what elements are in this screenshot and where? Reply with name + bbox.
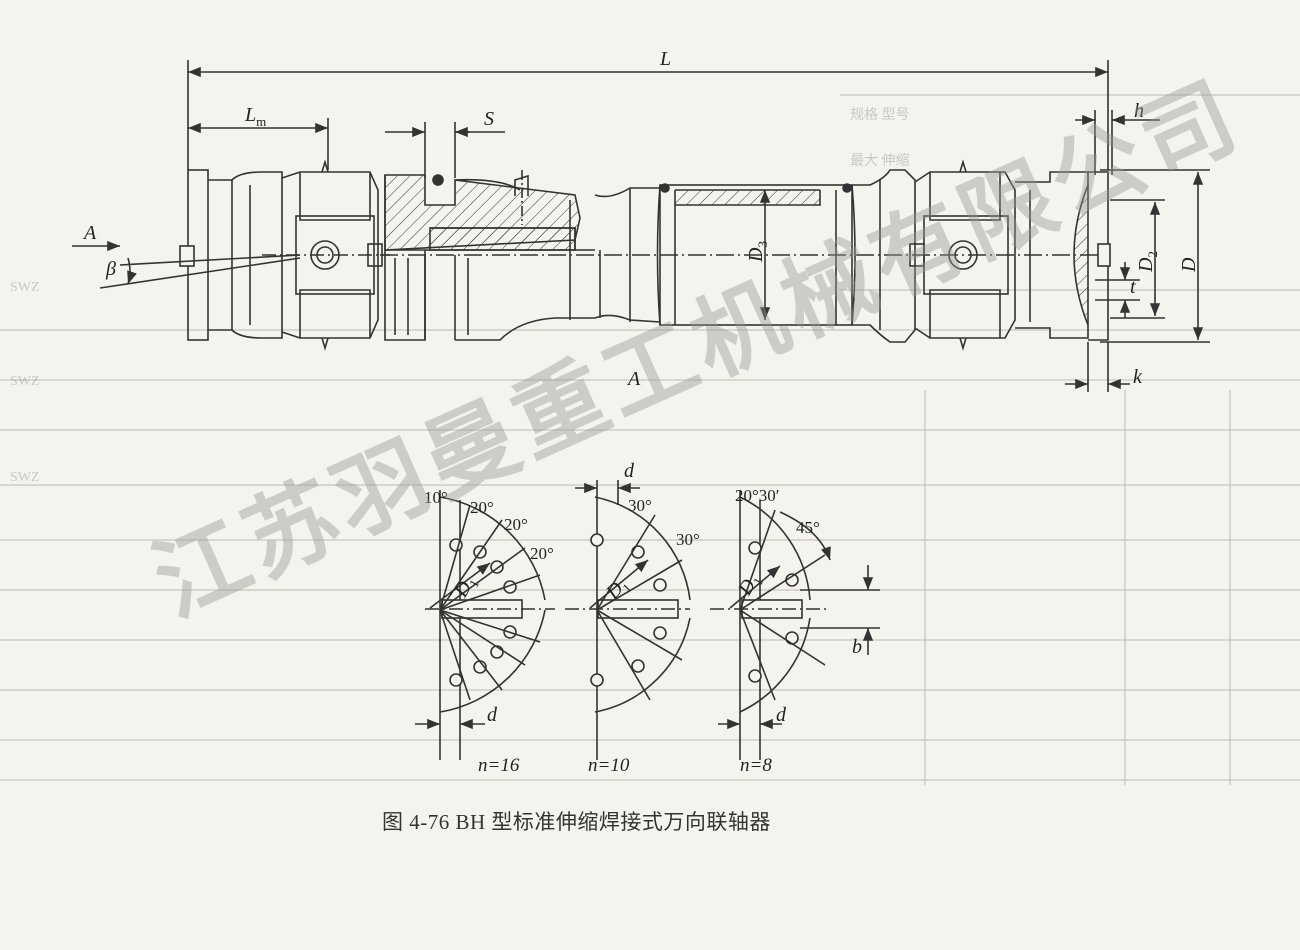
dim-D3-label: D3 xyxy=(745,241,771,262)
dim-Lm-sub: m xyxy=(256,114,267,129)
flange-view-n16 xyxy=(415,490,555,760)
bolt-count-label: n=8 xyxy=(740,755,772,777)
dim-D2-sub: 2 xyxy=(1145,251,1160,258)
beta-angle-label: β xyxy=(106,258,116,280)
dim-h-label: h xyxy=(1134,100,1144,122)
bolt-count-label: n=16 xyxy=(478,755,519,777)
background-table-ghost xyxy=(0,94,1300,785)
flange-view-n10 xyxy=(565,480,691,760)
dim-D3-sub: 3 xyxy=(755,241,770,248)
angle-label: 45° xyxy=(796,518,820,537)
angle-label: 10° xyxy=(424,488,448,507)
angle-label: 20° xyxy=(470,498,494,517)
view-A-label: A xyxy=(628,368,641,390)
angle-label: 20°30′ xyxy=(735,486,780,505)
dim-Lm-main: L xyxy=(245,104,257,126)
dim-d-label: d xyxy=(776,704,786,726)
dim-D2-main: D xyxy=(1135,257,1157,272)
bolt-count-text: n=10 xyxy=(588,755,630,776)
angle-label: 20° xyxy=(530,544,554,563)
angle-label: 30° xyxy=(628,496,652,515)
bolt-count-label: n=10 xyxy=(588,755,629,777)
flange-view-n8 xyxy=(710,490,880,760)
dim-D-label: D xyxy=(1178,257,1200,272)
bolt-count-text: n=16 xyxy=(478,755,520,776)
dim-d-label: d xyxy=(487,704,497,726)
bolt-count-text: n=8 xyxy=(740,755,772,776)
figure-caption: 图 4-76 BH 型标准伸缩焊接式万向联轴器 xyxy=(382,810,771,834)
angle-label: 30° xyxy=(676,530,700,549)
angle-label: 20° xyxy=(504,515,528,534)
dim-L-label: L xyxy=(660,48,672,70)
dim-d-label: d xyxy=(624,460,634,482)
view-A-arrow-label: A xyxy=(84,222,97,244)
dim-S-label: S xyxy=(484,108,494,130)
dim-D2-label: D2 xyxy=(1135,251,1161,272)
dim-Lm-label: Lm xyxy=(245,104,266,130)
dim-k-label: k xyxy=(1133,366,1142,388)
dim-t-label: t xyxy=(1130,276,1136,298)
dim-D3-main: D xyxy=(745,247,767,262)
dim-b-label: b xyxy=(852,636,862,658)
